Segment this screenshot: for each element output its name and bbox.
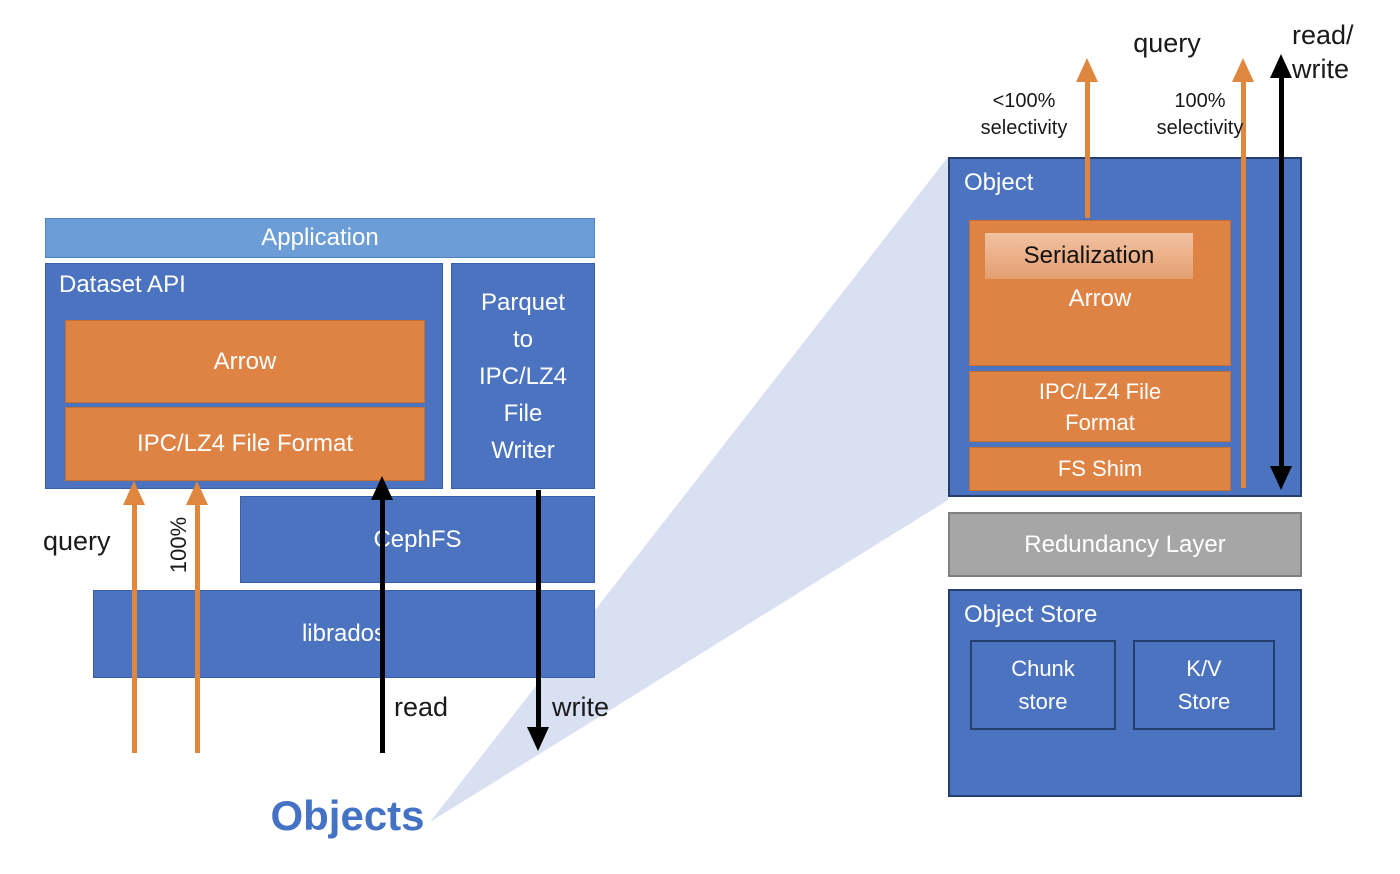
object-ipc-box: IPC/LZ4 File Format <box>969 371 1231 442</box>
librados-label: librados <box>301 620 387 647</box>
query-label-right: query <box>1133 28 1201 58</box>
object-ipc-line: IPC/LZ4 File <box>1038 378 1162 404</box>
lt100-selectivity-label: <100% selectivity <box>968 88 1080 142</box>
query-label-left: query <box>43 526 111 556</box>
write-arrow <box>536 490 541 728</box>
query-lt100-arrow <box>1085 80 1090 218</box>
parquet-writer-line: Writer <box>491 436 555 464</box>
arrow-box-label: Arrow <box>213 347 277 375</box>
fs-shim-box: FS Shim <box>969 447 1231 491</box>
read-write-line: write <box>1292 54 1350 84</box>
write-label: write <box>552 692 610 722</box>
cephfs-box: CephFS <box>240 496 595 583</box>
object-box: Object Serialization Arrow IPC/LZ4 File … <box>948 157 1302 497</box>
query-arrow-left-1 <box>132 503 137 753</box>
fs-shim-label: FS Shim <box>1057 456 1143 481</box>
object-store-box: Object Store Chunk store K/V Store <box>948 589 1302 797</box>
pct-100-vertical-label: 100% <box>143 510 215 580</box>
dataset-api-box: Dataset API Arrow IPC/LZ4 File Format <box>45 263 443 489</box>
p100-selectivity-label: 100% selectivity <box>1150 88 1250 142</box>
query-arrow-head-left-1 <box>123 481 145 505</box>
redundancy-layer-label: Redundancy Layer <box>1024 530 1226 558</box>
chunk-store-line: store <box>1018 689 1068 714</box>
object-store-title: Object Store <box>964 601 1098 628</box>
write-arrow-head <box>527 727 549 751</box>
lt100-line: selectivity <box>980 117 1068 139</box>
read-write-arrow <box>1279 76 1284 468</box>
read-write-arrow-head-up <box>1270 54 1292 78</box>
object-arrow-box: Serialization Arrow <box>969 220 1231 366</box>
parquet-writer-line: IPC/LZ4 <box>478 362 568 390</box>
query-arrow-left-2 <box>195 503 200 753</box>
application-box: Application <box>45 218 595 258</box>
chunk-store-box: Chunk store <box>970 640 1116 730</box>
p100-line: selectivity <box>1156 117 1244 139</box>
serialization-box: Serialization <box>985 233 1193 279</box>
kv-store-line: Store <box>1177 689 1231 714</box>
chunk-store-line: Chunk <box>1011 656 1075 681</box>
serialization-label: Serialization <box>1023 242 1155 269</box>
read-write-label: read/ write <box>1292 18 1354 86</box>
pct-100-text: 100% <box>166 516 191 574</box>
object-arrow-label: Arrow <box>1068 285 1132 312</box>
read-arrow <box>380 498 385 753</box>
kv-store-line: K/V <box>1186 656 1222 681</box>
query-100-arrow <box>1241 80 1246 488</box>
p100-line: 100% <box>1174 90 1226 112</box>
dataset-api-label: Dataset API <box>59 271 186 298</box>
query-lt100-arrow-head <box>1076 58 1098 82</box>
objects-label: Objects <box>270 792 425 839</box>
read-write-line: read/ <box>1292 20 1354 50</box>
read-label: read <box>394 692 449 722</box>
lt100-line: <100% <box>992 90 1056 112</box>
parquet-writer-line: File <box>503 399 543 427</box>
query-100-arrow-head <box>1232 58 1254 82</box>
librados-box: librados <box>93 590 595 678</box>
ipc-lz4-file-format-box: IPC/LZ4 File Format <box>65 407 425 481</box>
object-ipc-line: Format <box>1065 409 1135 435</box>
arrow-box: Arrow <box>65 320 425 403</box>
parquet-writer-line: to <box>512 325 533 353</box>
application-label: Application <box>261 224 379 251</box>
read-write-arrow-head-down <box>1270 466 1292 490</box>
query-arrow-head-left-2 <box>186 481 208 505</box>
parquet-writer-line: Parquet <box>480 288 566 316</box>
ipc-lz4-file-format-label: IPC/LZ4 File Format <box>136 430 354 457</box>
redundancy-layer-box: Redundancy Layer <box>948 512 1302 577</box>
kv-store-box: K/V Store <box>1133 640 1275 730</box>
cephfs-label: CephFS <box>373 525 462 553</box>
object-title: Object <box>964 169 1034 196</box>
parquet-writer-box: Parquet to IPC/LZ4 File Writer <box>451 263 595 489</box>
read-arrow-head <box>371 476 393 500</box>
